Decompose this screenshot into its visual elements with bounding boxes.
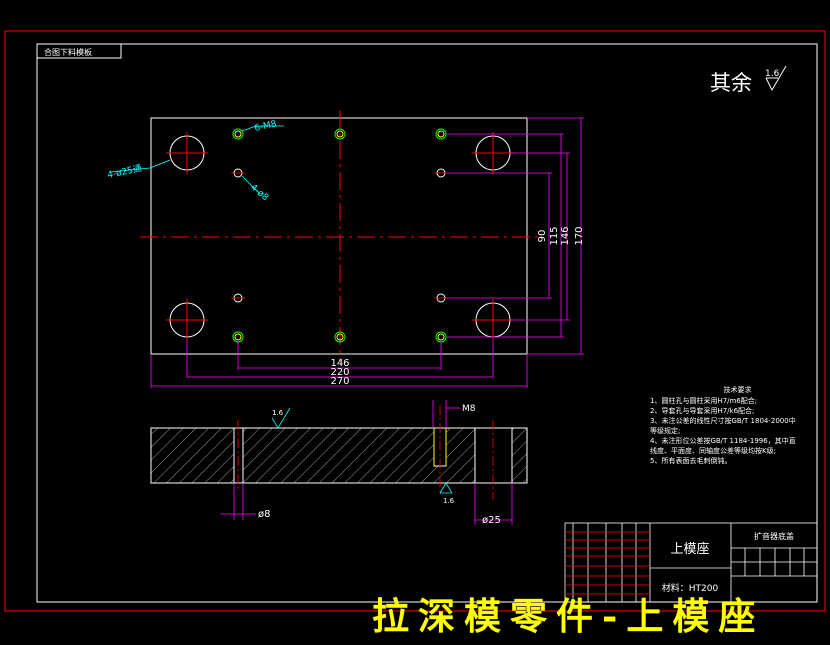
surface-note-symbol	[765, 65, 787, 92]
roughness-symbol-top	[271, 407, 291, 429]
project-name: 扩音器底盖	[754, 531, 794, 541]
tech-item: 等级规定;	[650, 427, 681, 435]
callout-threaded-holes: 6-M8	[254, 119, 278, 134]
callout-pin-holes: 4-ø8	[248, 183, 270, 204]
dim-vertical-2: 115	[549, 226, 560, 245]
outer-frame	[4, 30, 826, 612]
top-label-box	[36, 43, 122, 59]
tech-item: 2、导套孔与导套采用H7/k6配合;	[650, 407, 755, 415]
callout-large-holes: 4-ø25通	[106, 163, 142, 181]
section-pin-label: ø8	[258, 509, 270, 520]
tech-item: 5、所有表面去毛刺倒钝。	[650, 457, 732, 465]
dim-horizontal-3: 270	[330, 376, 349, 387]
section-hatch	[150, 427, 528, 484]
tech-item: 线度、平面度、同轴度公差等级均按K级;	[650, 447, 776, 455]
technical-requirements-title: 技术要求	[723, 386, 752, 394]
banner-title: 拉深模零件-上模座	[372, 594, 765, 638]
material: 材料：HT200	[662, 582, 719, 594]
tech-item: 4、未注形位公差按GB/T 1184-1996，其中直	[650, 437, 796, 445]
dim-vertical-3: 146	[560, 226, 571, 245]
part-name: 上模座	[670, 542, 709, 557]
section-thread-label: M8	[462, 404, 476, 414]
tech-item: 3、未注公差的线性尺寸按GB/T 1804-2000中	[650, 417, 796, 425]
inner-frame	[36, 43, 818, 603]
surface-note-roughness: 1.6	[765, 69, 780, 79]
dim-horizontal-2: 220	[330, 367, 349, 378]
dim-vertical-4: 170	[574, 226, 585, 245]
technical-requirements: 技术要求 1、圆柱孔与圆柱采用H7/m6配合; 2、导套孔与导套采用H7/k6配…	[650, 385, 825, 466]
surface-note: 其余	[710, 71, 752, 95]
vertical-dimension-lines	[447, 117, 584, 355]
dim-vertical-1: 90	[537, 230, 548, 243]
dim-horizontal-1: 146	[330, 358, 349, 369]
horizontal-dimension-lines	[150, 340, 528, 388]
tech-item: 1、圆柱孔与圆柱采用H7/m6配合;	[650, 397, 758, 405]
roughness-bottom-label: 1.6	[443, 497, 455, 505]
plate-outline	[150, 117, 528, 355]
guide-hole-centers	[166, 132, 514, 341]
threaded-holes	[232, 128, 447, 343]
roughness-symbol-bottom	[439, 482, 453, 494]
section-hole-label: ø25	[482, 515, 501, 526]
top-label: 合图下料模板	[44, 47, 92, 57]
title-block	[564, 522, 818, 603]
roughness-top-label: 1.6	[272, 409, 284, 417]
